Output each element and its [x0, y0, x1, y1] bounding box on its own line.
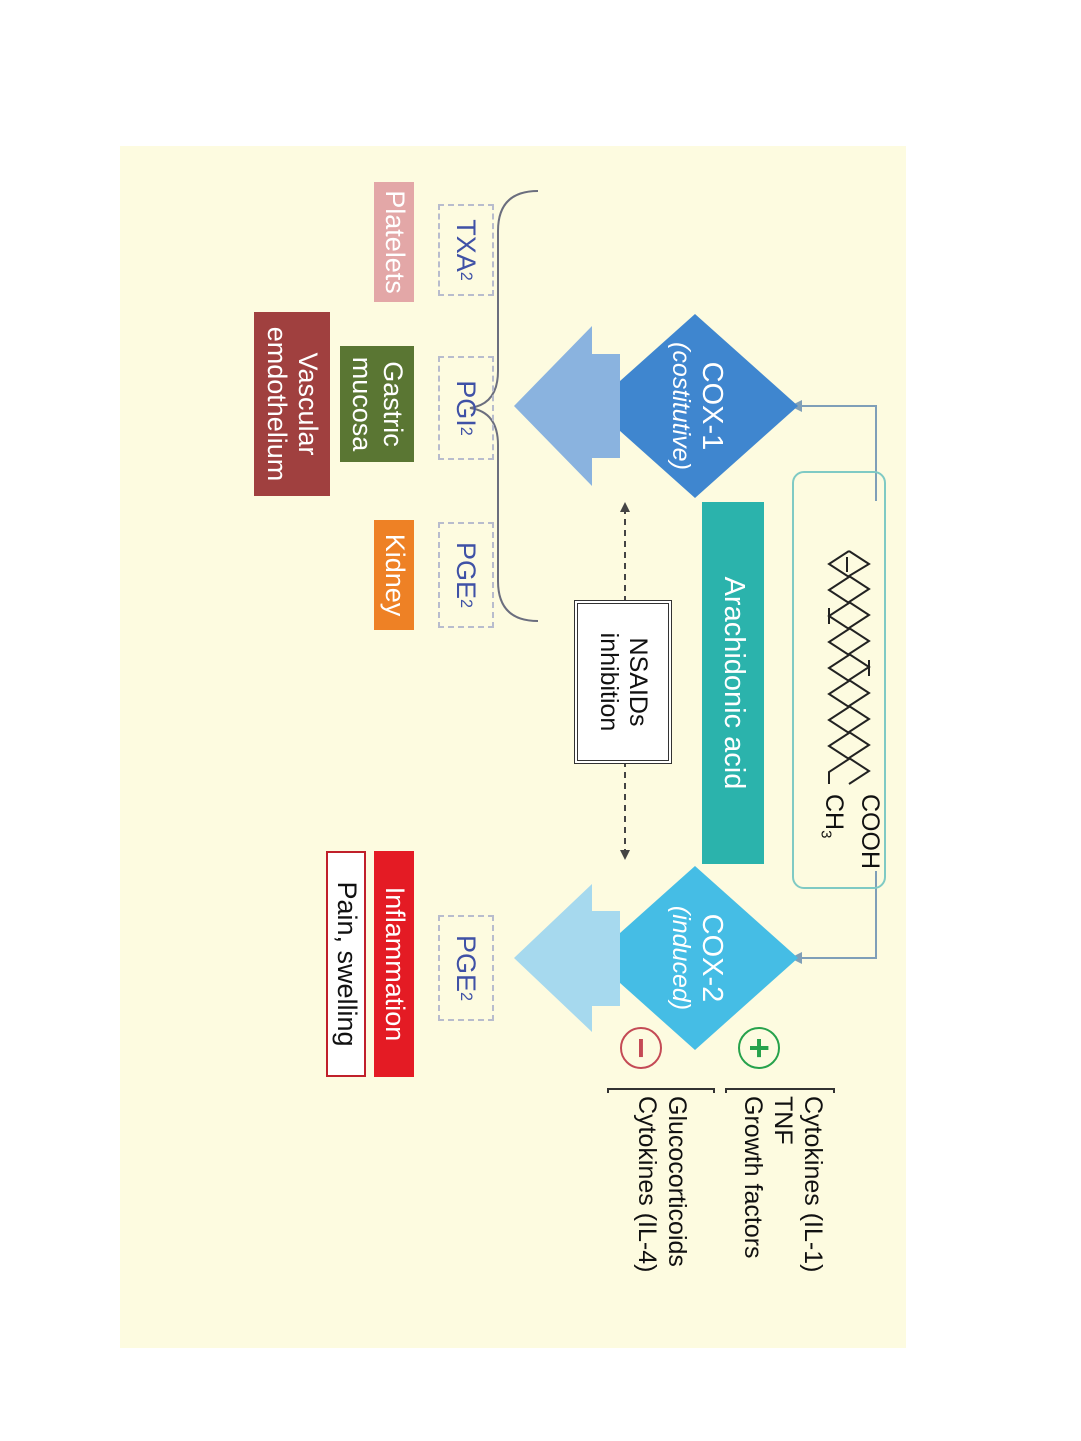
- cox2-name: COX-2: [695, 914, 728, 1003]
- plus-sign: +: [736, 1028, 782, 1068]
- ch3-label: CH3: [818, 794, 849, 838]
- cox2-sub: (induced): [666, 906, 695, 1010]
- cox2-label: COX-2 (induced): [666, 878, 728, 1038]
- diagram-canvas: COOH CH3 Arachidonic acid COX-1 (costitu…: [120, 146, 906, 1348]
- minus-sign: −: [618, 1028, 664, 1068]
- pain-swelling-label: Pain, swelling: [326, 851, 366, 1077]
- diagram-panel: COOH CH3 Arachidonic acid COX-1 (costitu…: [120, 146, 906, 1348]
- inhibitors-bracket: [608, 1089, 714, 1093]
- inhibitors-list: Glucocorticoids Cytokines (IL-4): [632, 1096, 692, 1272]
- inducers-list: Cytokines (IL-1) TNF Growth factors: [738, 1096, 828, 1272]
- nsaids-arrowhead-right: [620, 850, 630, 860]
- inhibitor-item: Glucocorticoids: [662, 1096, 692, 1267]
- inducer-item: TNF: [768, 1096, 798, 1145]
- inflammation-label: Inflammation: [374, 851, 414, 1077]
- platelets-label: Platelets: [374, 182, 414, 302]
- gastric-line2: mucosa: [346, 357, 377, 452]
- nsaids-line1: NSAIDs: [623, 638, 652, 727]
- gastric-mucosa-label: Gastric mucosa: [340, 346, 414, 462]
- nsaids-arrowhead-left: [620, 502, 630, 512]
- vascular-endothelium-label: Vascular emdothelium: [254, 312, 330, 496]
- inhibitor-item: Cytokines (IL-4): [632, 1096, 662, 1272]
- inducers-bracket: [726, 1089, 834, 1093]
- vascular-line2: emdothelium: [261, 327, 292, 482]
- cooh-label: COOH: [855, 794, 884, 869]
- vascular-line1: Vascular: [292, 352, 323, 455]
- inducer-item: Growth factors: [738, 1096, 768, 1259]
- gastric-line1: Gastric: [377, 361, 408, 447]
- cox1-product-arrow: [514, 326, 620, 486]
- nsaids-box: NSAIDs inhibition: [574, 600, 672, 764]
- nsaids-line2: inhibition: [594, 633, 623, 732]
- cox2-product-arrow: [514, 884, 620, 1032]
- kidney-label: Kidney: [374, 520, 414, 630]
- cox1-name: COX-1: [695, 362, 728, 451]
- cox1-sub: (costitutive): [666, 342, 695, 470]
- cox1-label: COX-1 (costitutive): [666, 326, 728, 486]
- inducer-item: Cytokines (IL-1): [798, 1096, 828, 1272]
- arachidonic-acid-bar: Arachidonic acid: [702, 502, 764, 864]
